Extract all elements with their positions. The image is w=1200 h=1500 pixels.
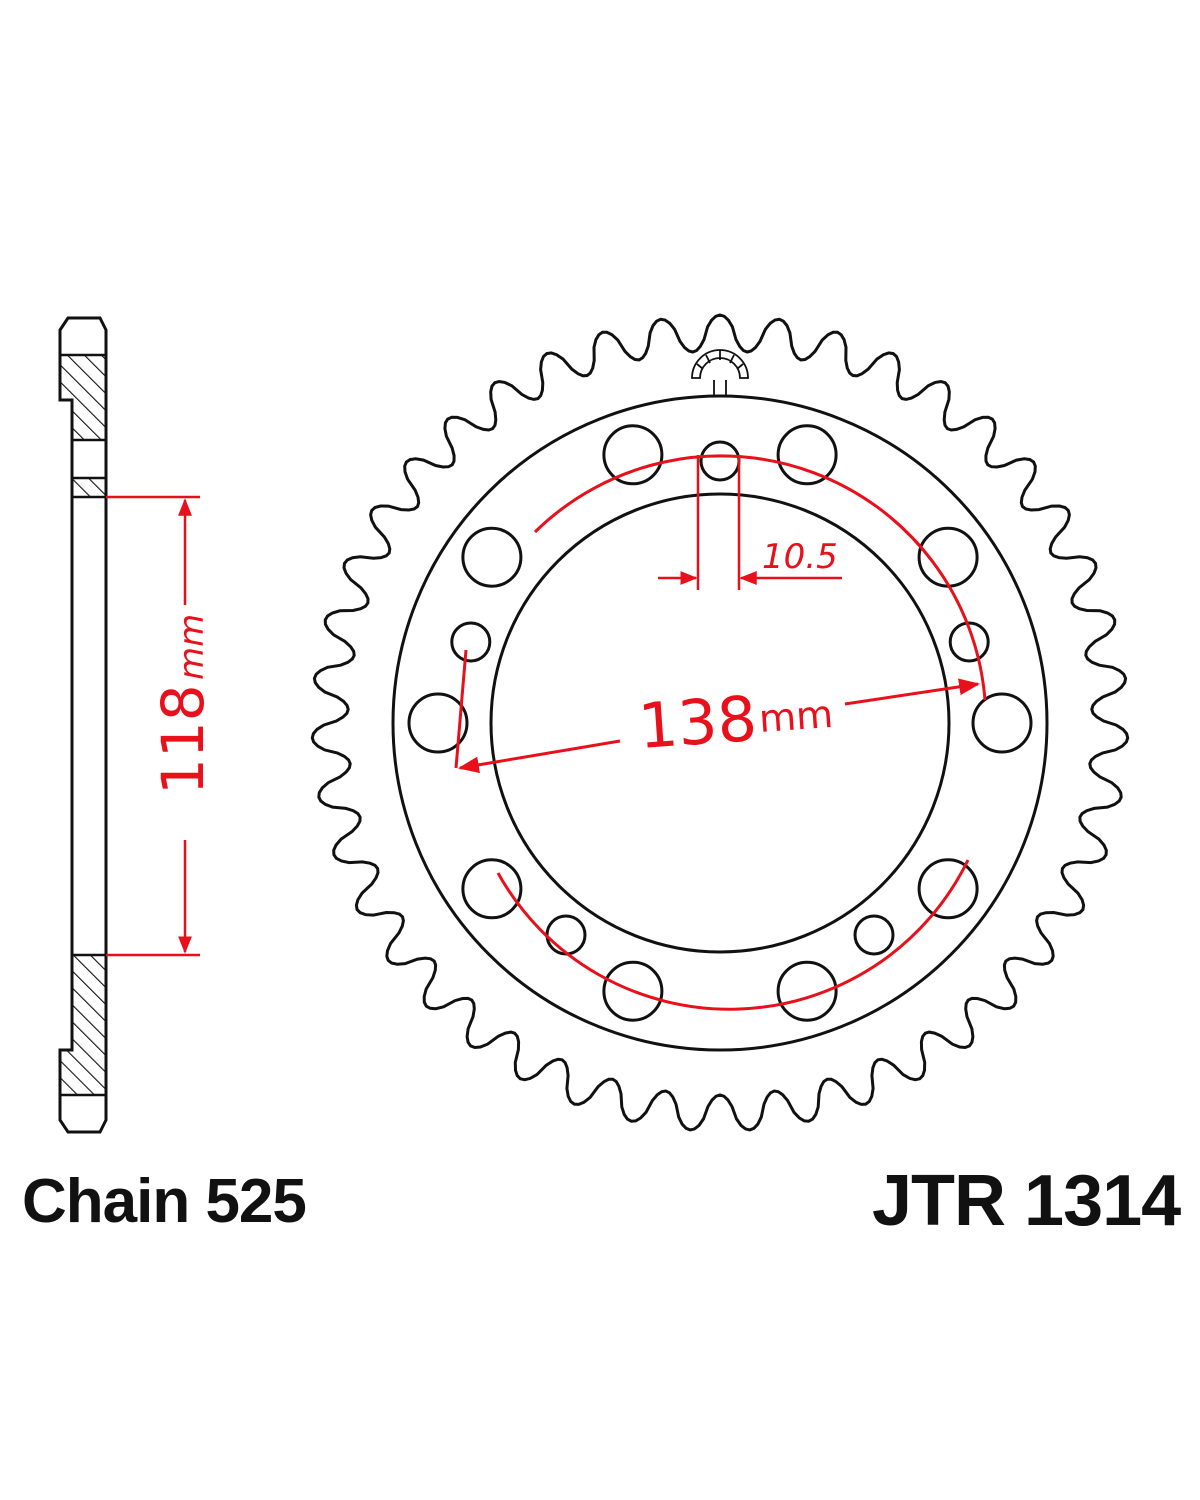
profile-outline (58, 316, 108, 1134)
logo-ray (736, 363, 744, 370)
profile-hatch-top (60, 355, 106, 440)
large-bolt-hole (461, 858, 523, 920)
large-bolt-hole (776, 960, 838, 1022)
large-bolt-hole (917, 858, 979, 920)
bore-dimension (106, 495, 200, 957)
jt-logo (691, 349, 749, 397)
bore-dimension-value: 118 (149, 684, 217, 795)
large-bolt-hole (461, 526, 523, 588)
center-bore-circle (489, 492, 951, 954)
small-bolt-hole (450, 621, 492, 663)
bolt-circle-arrow-left (457, 739, 621, 774)
bolt-circle-arrow-right (844, 678, 981, 706)
bolt-circle-dimension (454, 454, 987, 1011)
large-bolt-hole (776, 424, 838, 486)
sprocket-teeth-outline (310, 313, 1130, 1132)
side-profile-view (58, 316, 108, 1134)
part-number-label: JTR 1314 (872, 1161, 1181, 1241)
mounting-holes (407, 424, 1033, 1022)
chain-size-label: Chain 525 (22, 1167, 307, 1236)
hole-dimension (658, 455, 842, 590)
logo-ray (729, 354, 735, 364)
hole-dimension-value: 10.5 (762, 537, 838, 577)
large-bolt-hole (602, 424, 664, 486)
profile-hatch-bottom (60, 955, 106, 1095)
sprocket-front-view (310, 313, 1130, 1132)
logo-ray (696, 363, 704, 370)
profile-hatch-collar (72, 478, 106, 497)
bolt-circle-unit: mm (758, 692, 835, 741)
small-bolt-hole (948, 621, 990, 663)
bore-dimension-unit: mm (172, 614, 212, 680)
large-bolt-hole (602, 960, 664, 1022)
logo-ray (705, 354, 711, 364)
small-bolt-hole (699, 440, 741, 482)
bolt-circle-arc-top (533, 454, 987, 701)
large-bolt-hole (971, 692, 1033, 754)
bolt-circle-arc-bottom (496, 859, 970, 1011)
bolt-circle-arc-left (454, 649, 468, 769)
small-bolt-hole (545, 914, 587, 956)
bolt-circle-value: 138 (636, 682, 759, 763)
small-bolt-hole (853, 914, 895, 956)
large-bolt-hole (407, 692, 469, 754)
logo-stem (713, 380, 727, 397)
